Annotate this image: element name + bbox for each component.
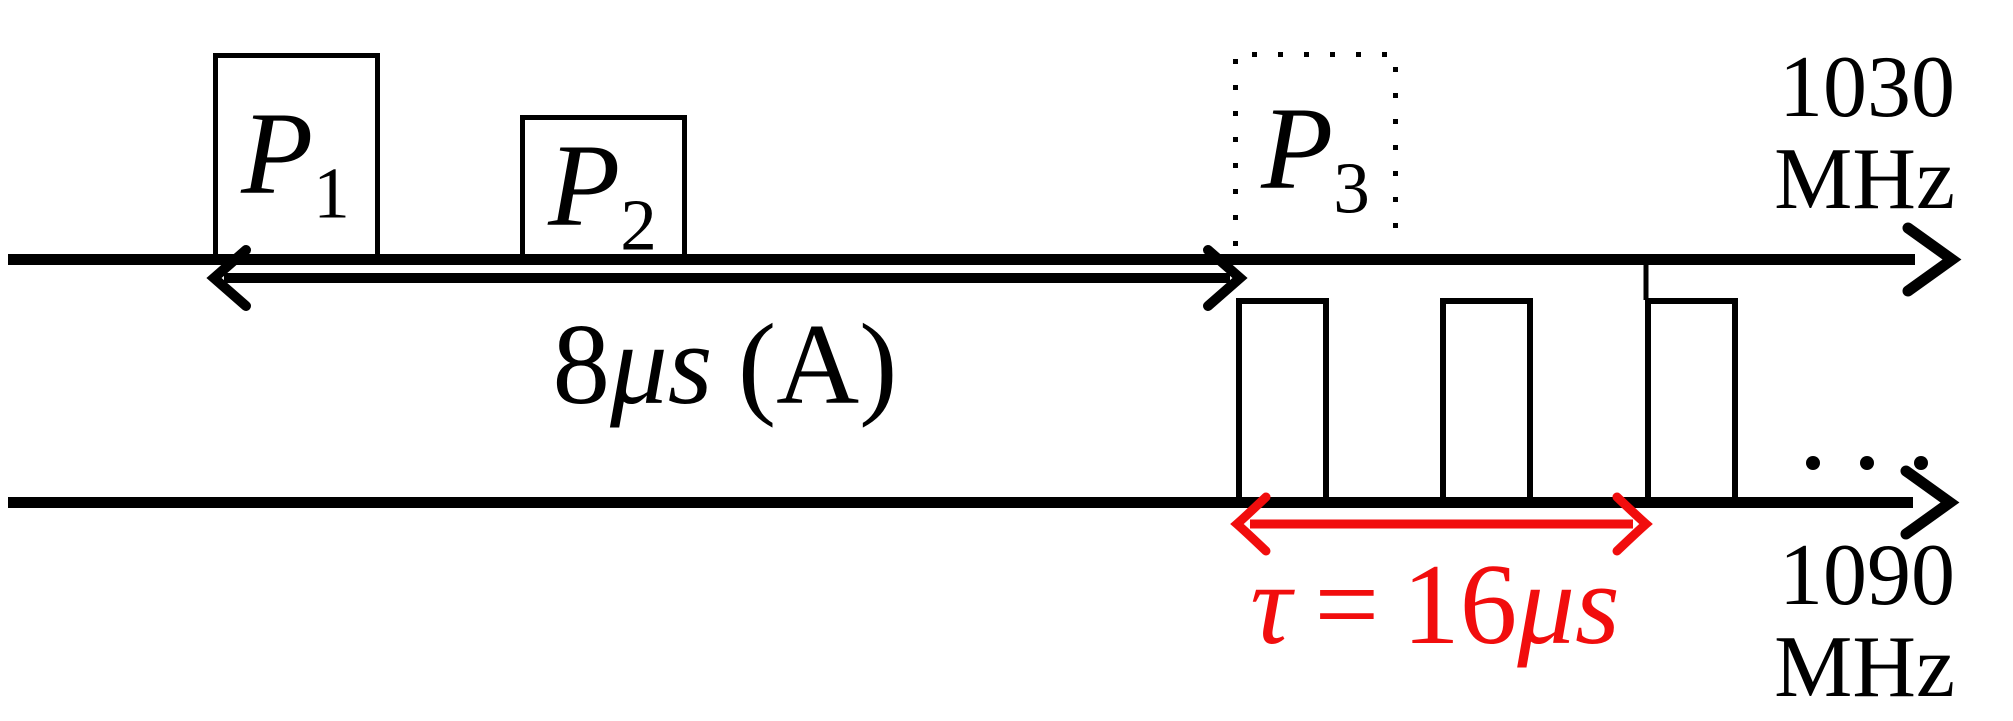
pulse-p2-label: P2 bbox=[520, 115, 685, 262]
delay-symbol: τ bbox=[1250, 541, 1292, 668]
interval-duration-label: 8μs(A) bbox=[465, 307, 985, 422]
bottom-frequency-value: 1090 bbox=[1779, 527, 1955, 624]
bottom-rail-arrowhead bbox=[1900, 465, 1960, 540]
delay-arrowhead-left bbox=[1230, 492, 1271, 556]
ellipsis-dot bbox=[1914, 456, 1928, 470]
delay-equals: = bbox=[1314, 541, 1380, 668]
bottom-frequency-unit: MHz bbox=[1774, 619, 1955, 717]
top-rail-arrowhead bbox=[1902, 222, 1962, 297]
p1-subscript: 1 bbox=[313, 152, 350, 234]
interval-arrowhead-left bbox=[206, 245, 251, 311]
reply-pulse-2 bbox=[1440, 298, 1533, 504]
delay-arrowhead-right bbox=[1612, 492, 1653, 556]
interval-note: (A) bbox=[737, 301, 898, 428]
top-rail-frequency-label: 1030 MHz bbox=[1690, 39, 1955, 229]
p2-symbol: P bbox=[548, 120, 621, 251]
p2-subscript: 2 bbox=[620, 184, 657, 266]
pulse-p3-label: P3 bbox=[1233, 52, 1398, 246]
ellipsis-dots bbox=[1806, 456, 1928, 470]
pulse-p1-label: P1 bbox=[213, 53, 378, 255]
top-frequency-value: 1030 bbox=[1779, 39, 1955, 136]
pulse-p3-text: P3 bbox=[1261, 90, 1370, 225]
reply-pulse-1 bbox=[1236, 298, 1329, 504]
ellipsis-dot bbox=[1806, 456, 1820, 470]
p3-subscript: 3 bbox=[1333, 147, 1370, 229]
delay-value: 16 bbox=[1402, 541, 1518, 668]
interval-arrowhead-right bbox=[1203, 245, 1248, 311]
reply-pulse-3 bbox=[1645, 298, 1738, 504]
bottom-rail-frequency-label: 1090 MHz bbox=[1690, 527, 1955, 717]
pulse-p1-text: P1 bbox=[241, 95, 350, 230]
interval-unit: μs bbox=[610, 301, 713, 428]
interval-value: 8 bbox=[552, 301, 611, 428]
p3-symbol: P bbox=[1261, 83, 1334, 214]
pulse-p2-text: P2 bbox=[548, 127, 657, 262]
delay-unit: μs bbox=[1517, 541, 1620, 668]
top-frequency-unit: MHz bbox=[1774, 131, 1955, 229]
delay-duration-label: τ=16μs bbox=[1175, 547, 1695, 662]
ellipsis-dot bbox=[1860, 456, 1874, 470]
pulse-box-p1 bbox=[213, 53, 380, 262]
p1-symbol: P bbox=[241, 88, 314, 219]
